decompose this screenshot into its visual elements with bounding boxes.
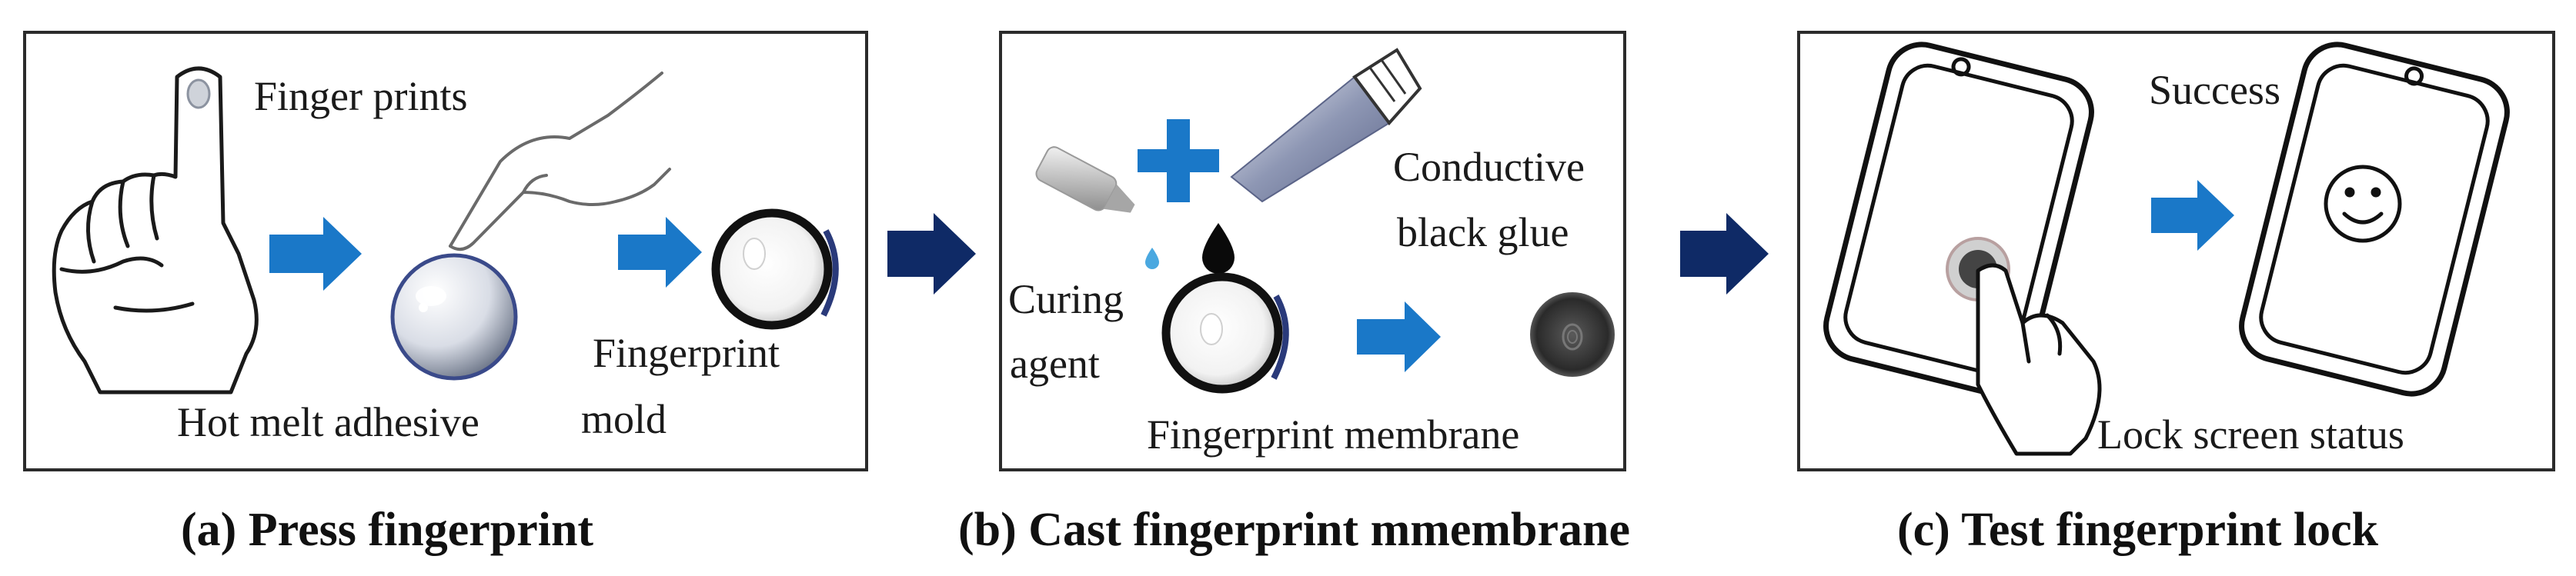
label-conductive: Conductive [1393, 144, 1585, 190]
label-success: Success [2149, 67, 2280, 113]
water-drop-icon [1145, 248, 1159, 269]
glue-tube-icon [1230, 48, 1422, 203]
mold-disc-icon [1161, 272, 1289, 394]
curing-bottle-icon [1035, 146, 1135, 213]
label-fingerprint: Fingerprint [593, 330, 780, 376]
hand-pointing-up-icon [52, 66, 259, 395]
panel-b-frame [999, 31, 1626, 471]
ink-drop-icon [1202, 223, 1235, 274]
caption-panel-c: (c) Test fingerprint lock [1897, 504, 2379, 556]
caption-panel-b: (b) Cast fingerprint mmembrane [958, 504, 1631, 556]
label-curing: Curing [1008, 276, 1124, 322]
caption-panel-a: (a) Press fingerprint [181, 504, 594, 556]
arrow-right-icon [2151, 180, 2234, 251]
label-hot-melt-adhesive: Hot melt adhesive [177, 399, 479, 445]
arrow-right-icon [887, 213, 976, 295]
label-lock-screen-status: Lock screen status [2097, 411, 2404, 458]
hand-pressing-icon [1976, 263, 2102, 456]
membrane-icon [1530, 292, 1615, 377]
arrow-right-icon [1357, 301, 1441, 372]
plus-icon [1138, 119, 1219, 202]
arrow-right-icon [618, 217, 702, 288]
smiley-icon [2324, 165, 2402, 243]
adhesive-disc-icon [390, 253, 518, 381]
label-black-glue: black glue [1397, 209, 1569, 255]
label-finger-prints: Finger prints [254, 73, 468, 119]
arrow-right-icon [1680, 213, 1769, 295]
label-mold: mold [581, 396, 667, 442]
hand-pressing-icon [449, 72, 671, 251]
phone-icon [1823, 42, 2094, 397]
arrow-right-icon [269, 217, 362, 291]
label-agent: agent [1010, 341, 1100, 387]
label-fingerprint-membrane: Fingerprint membrane [1147, 411, 1520, 458]
mold-disc-icon [711, 208, 839, 330]
